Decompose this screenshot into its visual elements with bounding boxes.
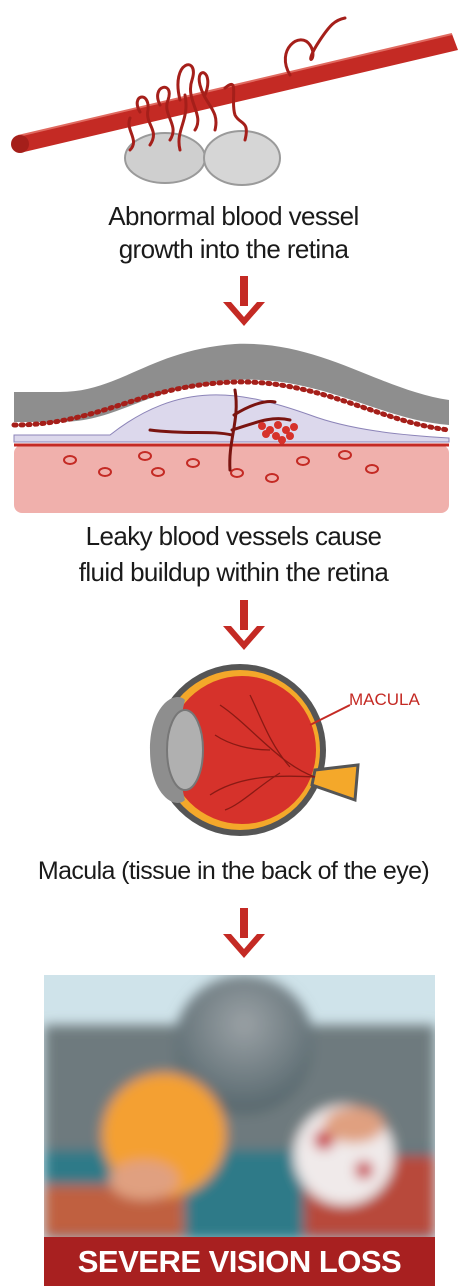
macula-label: MACULA [349, 690, 420, 710]
step1-caption-line2: growth into the retina [0, 233, 467, 265]
down-arrow-icon [221, 276, 267, 328]
down-arrow-icon [221, 908, 267, 960]
down-arrow-icon [221, 600, 267, 652]
eye-anatomy-illustration [130, 655, 370, 845]
step1-caption-line1: Abnormal blood vessel [0, 200, 467, 232]
blood-vessel-illustration [0, 0, 467, 200]
step2-caption-line1: Leaky blood vessels cause [0, 520, 467, 552]
step3-caption: Macula (tissue in the back of the eye) [0, 855, 467, 887]
severe-vision-loss-banner: SEVERE VISION LOSS [44, 1237, 435, 1286]
blurred-vision-photo [44, 975, 435, 1237]
step2-caption-line2: fluid buildup within the retina [0, 556, 467, 588]
retina-cross-section-illustration [0, 330, 467, 515]
